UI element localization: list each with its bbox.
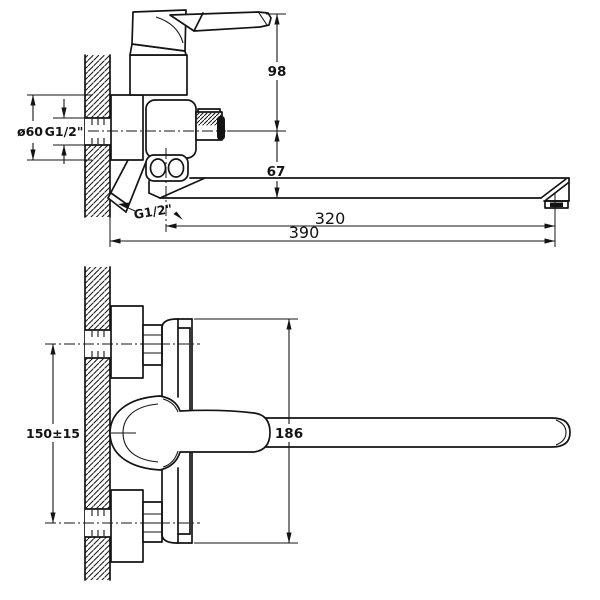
dim-186-label: 186 [275,426,303,442]
handle-side [131,9,272,52]
dimension-390: 390 [109,217,555,247]
dimension-320: 320 [166,205,556,247]
spout-side [148,177,570,209]
plan-view: 150±15 186 [26,266,571,581]
shower-outlet-pipe [107,159,147,213]
dimension-150: 150±15 [26,344,80,523]
dim-320-label: 320 [315,209,346,228]
dim-flange-label: ø60 [17,124,43,139]
spout-thread-callout: G1/2" [118,201,183,222]
handle-lever-blade [169,11,272,32]
cartridge-nut-side [195,108,225,141]
spout-plan [229,417,571,448]
dim-390-label: 390 [289,223,320,242]
dim-150-label: 150±15 [26,426,80,441]
wall-flange-bottom [110,489,144,563]
wall-flange-side [110,94,144,161]
spout-nut-ring [145,154,189,182]
wall-flange-top [110,305,144,379]
dimension-flange-dia: ø60 [17,94,92,161]
union-top [142,324,163,366]
body-column-side [129,54,188,96]
valve-body-side [145,99,197,159]
body-plan [161,318,193,544]
dimension-98: 98 [227,13,287,132]
handle-plan [109,395,271,471]
dimension-186: 186 [194,318,304,544]
dim-inlet-thread-label: G1/2" [45,124,84,139]
dimension-67: 67 [267,131,286,198]
dim-98-label: 98 [268,64,287,80]
dim-67-label: 67 [267,164,286,180]
union-bottom [142,501,163,543]
aerator [544,200,569,209]
dim-spout-thread-label: G1/2" [133,201,174,222]
dimension-inlet-thread: G1/2" [45,99,86,164]
side-view: 98 67 ø60 G1/2" [17,9,570,247]
